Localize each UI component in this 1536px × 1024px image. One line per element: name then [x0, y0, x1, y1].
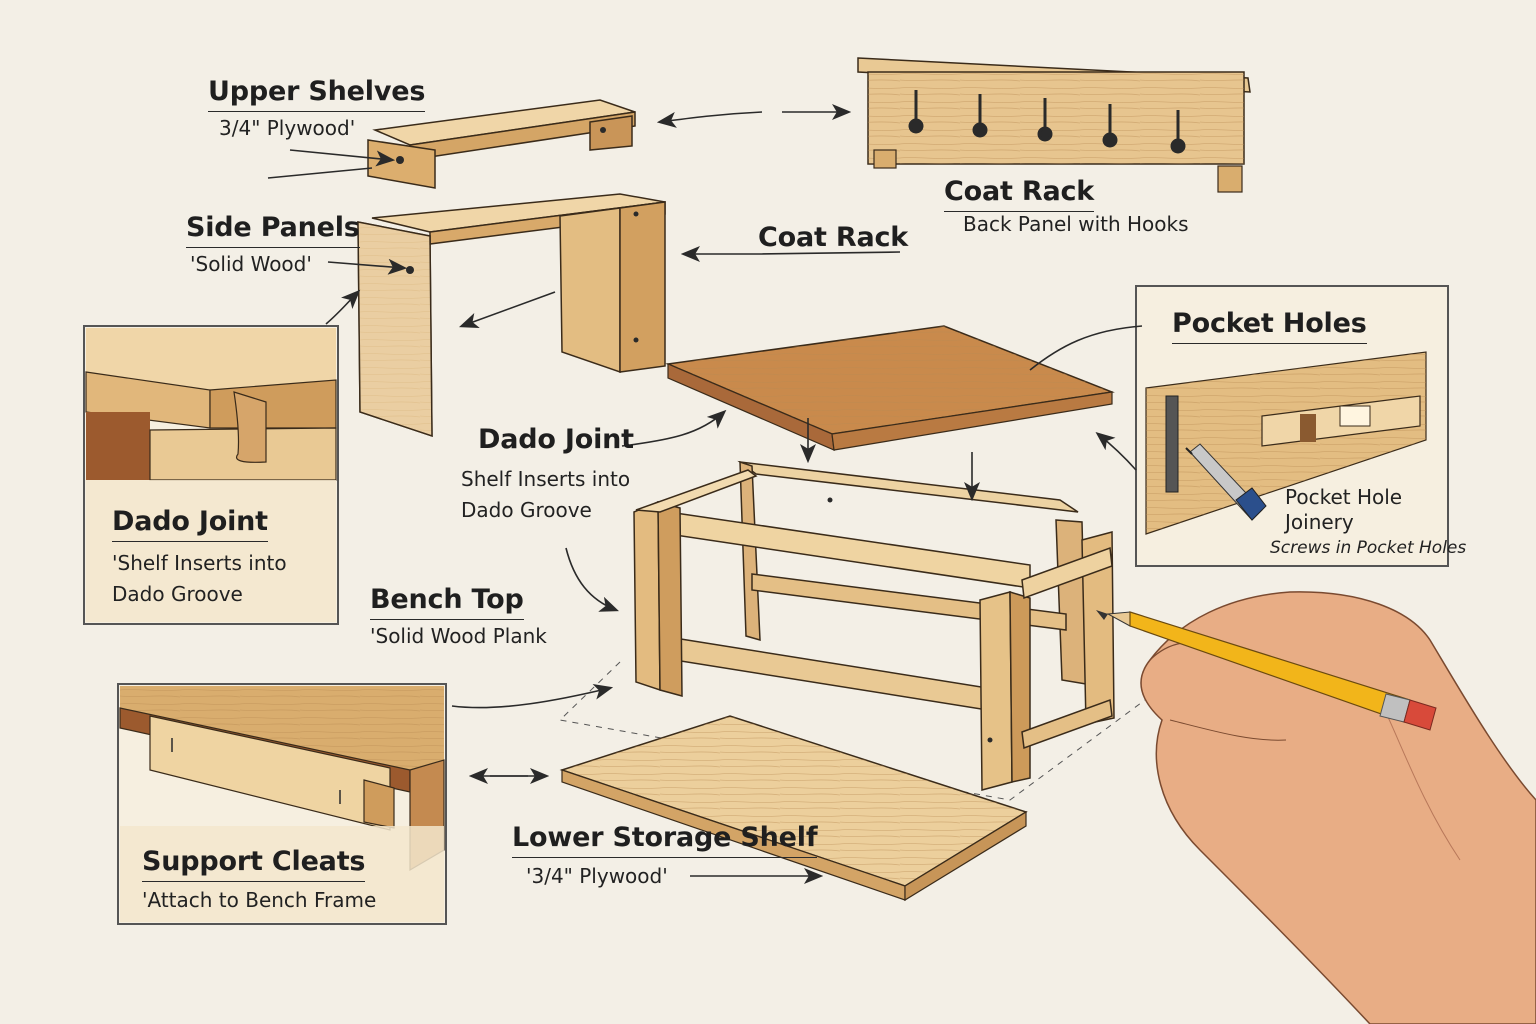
support-cleats-inset: [117, 683, 447, 925]
lower-shelf-part: [559, 715, 1028, 902]
support-cleats-title: Support Cleats: [142, 846, 365, 882]
dado-joint-center-title: Dado Joint: [478, 424, 634, 455]
hand-icon: [1140, 591, 1536, 1024]
side-panels-part: [357, 193, 666, 438]
dado-joint-inset: [83, 325, 339, 625]
coat-rack-part: [857, 57, 1251, 193]
dado-joint-inset-sub: 'Shelf Inserts into Dado Groove: [112, 551, 287, 606]
dado-joint-center-sub: Shelf Inserts into Dado Groove: [461, 467, 631, 522]
leader-arrows: [267, 104, 1143, 884]
coat-rack-top-sub: Back Panel with Hooks: [963, 212, 1189, 236]
coat-hook-icon: [908, 90, 1186, 154]
support-cleats-sub: 'Attach to Bench Frame: [142, 888, 377, 912]
pocket-holes-note: Screws in Pocket Holes: [1270, 538, 1467, 558]
side-panels-sub: 'Solid Wood': [190, 252, 312, 276]
pocket-holes-sub: Pocket Hole Joinery: [1285, 485, 1403, 534]
coat-rack-top-title: Coat Rack: [944, 176, 1094, 212]
pencil-icon: [1096, 610, 1437, 731]
lower-storage-shelf-title: Lower Storage Shelf: [512, 822, 818, 858]
dado-joint-inset-title: Dado Joint: [112, 506, 268, 542]
pocket-holes-inset: [1135, 285, 1449, 567]
upper-shelf-part: [367, 99, 636, 189]
bench-top-part: [665, 325, 1115, 451]
pocket-holes-title: Pocket Holes: [1172, 308, 1367, 344]
upper-shelves-sub: 3/4" Plywood': [219, 116, 356, 140]
bench-frame-part: [633, 460, 1115, 791]
coat-rack-mid-title: Coat Rack: [758, 222, 909, 253]
bench-top-title: Bench Top: [370, 584, 524, 620]
side-panels-title: Side Panels: [186, 212, 360, 248]
bench-top-sub: 'Solid Wood Plank: [370, 624, 547, 648]
upper-shelves-title: Upper Shelves: [208, 76, 425, 112]
lower-storage-shelf-sub: '3/4" Plywood': [526, 864, 668, 888]
pen-icon: [1185, 443, 1267, 521]
